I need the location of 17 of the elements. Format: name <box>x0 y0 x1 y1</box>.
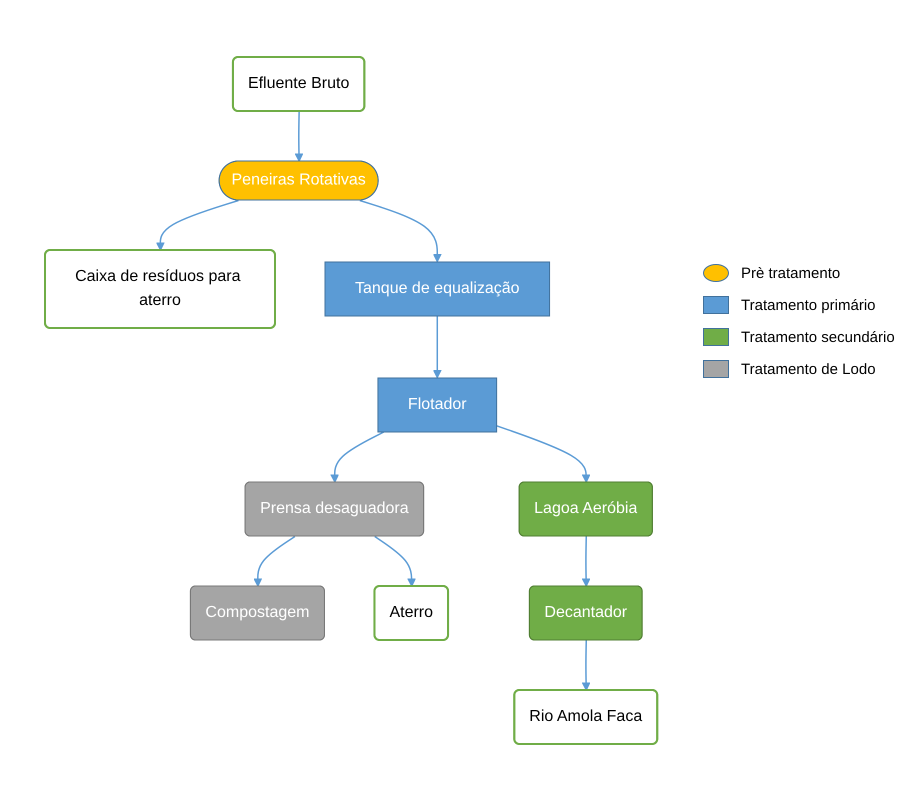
arrow <box>254 535 296 586</box>
arrow <box>582 536 591 586</box>
arrow <box>496 424 591 482</box>
arrow <box>582 640 591 690</box>
node-box: Tanque de equalização <box>324 261 550 316</box>
legend-label: Prè tratamento <box>741 264 840 282</box>
arrow <box>374 535 416 586</box>
legend-label: Tratamento primário <box>741 296 876 314</box>
legend-label: Tratamento de Lodo <box>741 360 876 378</box>
arrow <box>433 316 442 378</box>
legend-label: Tratamento secundário <box>741 328 895 346</box>
arrow <box>360 199 442 262</box>
arrow <box>330 430 385 482</box>
arrow <box>294 110 304 162</box>
node-box: Flotador <box>378 377 498 432</box>
arrow <box>156 199 240 250</box>
node-text: Caixa de resíduos para aterro <box>75 267 241 308</box>
